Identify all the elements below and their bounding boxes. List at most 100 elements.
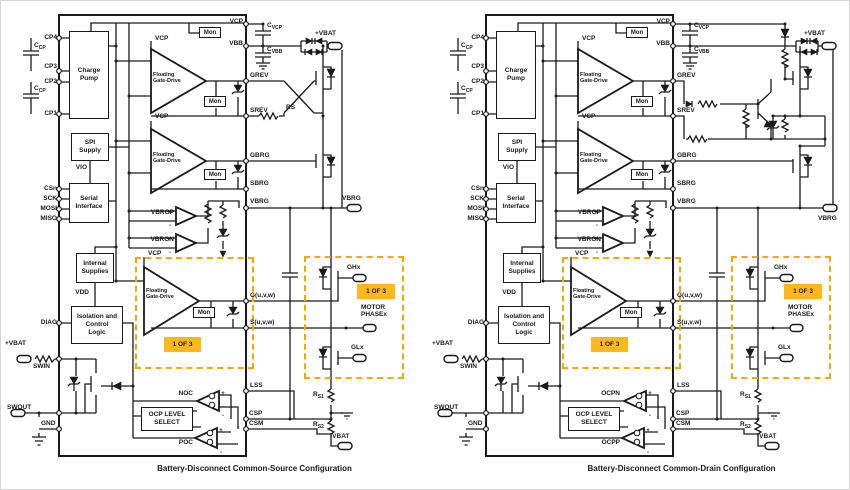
- pin-label-guvw: G(u,v,w): [250, 292, 276, 299]
- pin-label-swin: SWIN: [33, 363, 50, 370]
- ghx-label: GHx: [774, 264, 788, 271]
- terminals-left-edge: [10, 354, 46, 446]
- pin-label-lss: LSS: [677, 382, 690, 389]
- plus-mark: +: [168, 210, 172, 216]
- one-of-three-internal-box: [562, 257, 681, 369]
- one-of-three-external-box: [731, 256, 831, 379]
- minus-mark: -: [647, 450, 649, 456]
- one-of-three-badge: 1 OF 3: [164, 337, 201, 352]
- rs2-label: RS2: [740, 421, 751, 430]
- net-label-vbrgp: VBRGP: [577, 209, 601, 216]
- mon-block: Mon: [193, 307, 215, 318]
- pin-label-sbrg: SBRG: [677, 180, 696, 187]
- pin-label-vcp: VCP: [229, 18, 243, 25]
- pin-label-guvw: G(u,v,w): [677, 292, 703, 299]
- serial-interface-block: Serial Interface: [496, 183, 536, 223]
- pin-label-vcp: VCP: [656, 18, 670, 25]
- net-label-vbrgn: VBRGN: [150, 236, 174, 243]
- pin-label-grev: GREV: [250, 72, 269, 79]
- mon-block: Mon: [204, 96, 226, 107]
- mon-block: Mon: [204, 169, 226, 180]
- rs2-label: RS2: [313, 421, 324, 430]
- pin-label-sck: SCK: [470, 195, 484, 202]
- net-label-vio: VIO: [502, 164, 514, 171]
- minus-mark: -: [596, 250, 598, 256]
- pin-label-suvw: S(u,v,w): [677, 319, 702, 326]
- pin-label-diag: DIAG: [467, 319, 484, 326]
- pin-label-csp: CSP: [676, 410, 690, 417]
- pin-label-miso: MISO: [467, 215, 484, 222]
- mon-block: Mon: [626, 27, 648, 38]
- gate-drive-label: Floating Gate-Drive: [153, 72, 181, 85]
- net-label-vdd: VDD: [75, 289, 89, 296]
- pin-label-srev: SREV: [250, 107, 268, 114]
- pin-label-swout: SWOUT: [434, 404, 459, 411]
- cap-ccp-label: CCP: [461, 85, 473, 94]
- ocp-comparators: [133, 389, 239, 450]
- pin-label-gnd: GND: [468, 420, 483, 427]
- pin-label-mosi: MOSI: [467, 205, 484, 212]
- external-top-common-source: [246, 23, 362, 213]
- plus-mark: +: [168, 237, 172, 243]
- pin-label-cp2: CP2: [471, 78, 484, 85]
- pin-label-suvw: S(u,v,w): [250, 319, 275, 326]
- caption-common-drain: Battery-Disconnect Common-Drain Configur…: [587, 464, 776, 473]
- glx-label: GLx: [351, 344, 364, 351]
- one-of-three-external-box: [304, 256, 404, 379]
- pins: [56, 21, 249, 432]
- junction-dots: [37, 22, 348, 421]
- external-top-common-drain: [673, 23, 838, 213]
- gate-drive-amps: [543, 41, 673, 337]
- mon-block: Mon: [620, 307, 642, 318]
- amp-vcp-label: VCP: [582, 113, 596, 120]
- minus-mark: -: [222, 413, 224, 419]
- net-label-ocp-top: OCPN: [601, 390, 620, 397]
- pin-label-sbrg: SBRG: [250, 180, 269, 187]
- rs1-label: RS1: [740, 391, 751, 400]
- minus-mark: -: [169, 223, 171, 229]
- vbrg-comparators: [556, 200, 667, 258]
- pin-label-gbrg: GBRG: [250, 152, 270, 159]
- minus-mark: -: [169, 250, 171, 256]
- one-of-three-internal-box: [135, 257, 254, 369]
- glx-label: GLx: [778, 344, 791, 351]
- isolation-control-logic-block: Isolation and Control Logic: [498, 306, 550, 344]
- plus-mark: +: [648, 391, 652, 397]
- pin-label-cp2: CP2: [44, 78, 57, 85]
- vbrg-terminal-label: VBRG: [818, 215, 837, 222]
- net-label-ocp-top: NOC: [178, 390, 193, 397]
- isolation-control-logic-block: Isolation and Control Logic: [71, 306, 123, 344]
- ocp-level-select-block: OCP LEVEL SELECT: [568, 407, 620, 431]
- pin-label-sck: SCK: [43, 195, 57, 202]
- diagram-common-drain: + - + - + - + - Charge Pump SPI Supply S…: [428, 1, 849, 489]
- amp-vcp-label: VCP: [155, 35, 169, 42]
- ic-outline: [58, 14, 247, 457]
- pin-label-csm: CSM: [249, 420, 264, 427]
- ghx-label: GHx: [347, 264, 361, 271]
- vbrg-comparators: [129, 200, 240, 258]
- one-of-three-badge: 1 OF 3: [591, 337, 628, 352]
- plus-mark: +: [221, 391, 225, 397]
- net-label-ocp-bottom: OCPP: [601, 439, 620, 446]
- rs-label: RS: [286, 104, 296, 111]
- pin-label-cp1: CP1: [44, 110, 57, 117]
- mon-block: Mon: [631, 96, 653, 107]
- mon-block: Mon: [199, 27, 221, 38]
- one-of-three-badge: 1 OF 3: [784, 284, 822, 299]
- pin-label-csn: CSn: [471, 185, 484, 192]
- pin-label-swout: SWOUT: [7, 404, 32, 411]
- amp-vcp-label: VCP: [148, 250, 162, 257]
- comparator-polarity-marks: + - + - + - + -: [595, 210, 652, 456]
- internal-wires: [450, 22, 673, 438]
- plus-mark: +: [595, 210, 599, 216]
- vbrg-terminal-label: VBRG: [342, 195, 361, 202]
- vbat-plus-label: +VBAT: [5, 340, 27, 347]
- plus-mark: +: [646, 428, 650, 434]
- pin-label-vbb: VBB: [229, 40, 243, 47]
- diagram-common-source: + - + - + - + - Charge Pump SPI Supply S…: [1, 1, 428, 489]
- pin-label-grev: GREV: [677, 72, 696, 79]
- pin-label-gnd: GND: [41, 420, 56, 427]
- one-of-three-badge: 1 OF 3: [357, 284, 395, 299]
- vbat-plus-label: +VBAT: [432, 340, 454, 347]
